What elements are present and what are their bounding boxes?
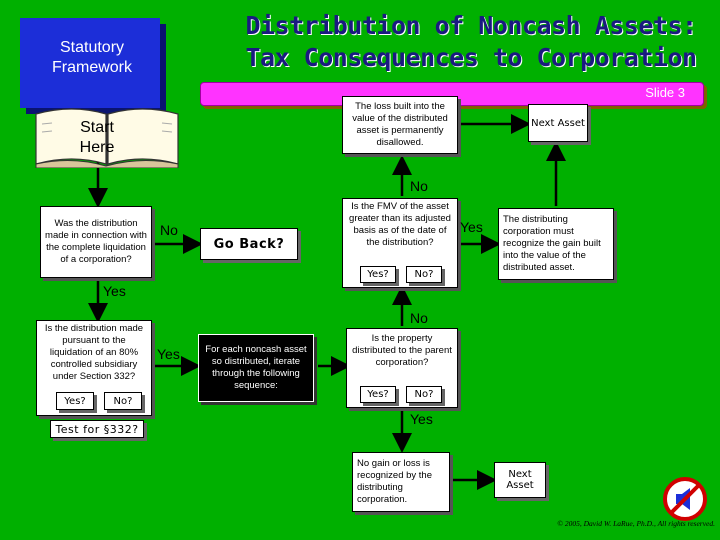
fmv-yes-label: Yes? [367, 269, 389, 280]
no-gain-loss-box: No gain or loss is recognized by the dis… [352, 452, 450, 512]
fmv-no-label: No? [414, 269, 434, 280]
fmv-yes-button[interactable]: Yes? [360, 266, 396, 283]
complete-liquidation-text: Was the distribution made in connection … [45, 218, 147, 265]
open-book-icon[interactable] [32, 104, 182, 168]
next-asset-bottom-label: Next Asset [506, 469, 534, 491]
parent-yes-button[interactable]: Yes? [360, 386, 396, 403]
subsidiary-question-text: Is the distribution made pursuant to the… [44, 323, 144, 382]
copyright-text: © 2005, David W. LaRue, Ph.D., All right… [557, 519, 715, 528]
recognize-gain-text: The distributing corporation must recogn… [503, 214, 601, 273]
subsidiary-no-label: No? [113, 395, 133, 407]
no-label-left: No [160, 222, 178, 238]
next-asset-top-button[interactable]: Next Asset [528, 104, 588, 142]
no-gain-loss-text: No gain or loss is recognized by the dis… [357, 458, 432, 505]
test-332-button[interactable]: Test for §332? [50, 420, 144, 438]
parent-no-button[interactable]: No? [406, 386, 442, 403]
title-line-2: Tax Consequences to Corporation [245, 43, 697, 72]
iterate-box: For each noncash asset so distributed, i… [198, 334, 314, 402]
subsidiary-yes-button[interactable]: Yes? [56, 392, 94, 410]
loss-disallowed-text: The loss built into the value of the dis… [352, 101, 448, 148]
iterate-text: For each noncash asset so distributed, i… [205, 344, 307, 391]
statutory-framework-button[interactable]: Statutory Framework [20, 18, 160, 108]
parent-yes-label: Yes? [367, 389, 389, 400]
test-332-label: Test for §332? [55, 422, 139, 436]
parent-question-text: Is the property distributed to the paren… [352, 333, 452, 368]
title-line-1: Distribution of Noncash Assets: [245, 11, 697, 40]
yes-label-right: Yes [460, 219, 483, 235]
page-title: Distribution of Noncash Assets: Tax Cons… [236, 10, 706, 74]
no-label-top: No [410, 178, 428, 194]
parent-no-label: No? [414, 389, 434, 400]
subsidiary-no-button[interactable]: No? [104, 392, 142, 410]
start-here-label: Start Here [79, 119, 115, 156]
next-asset-bottom-button[interactable]: Next Asset [494, 462, 546, 498]
loss-disallowed-box: The loss built into the value of the dis… [342, 96, 458, 154]
fmv-no-button[interactable]: No? [406, 266, 442, 283]
complete-liquidation-box: Was the distribution made in connection … [40, 206, 152, 278]
yes-label-bottom: Yes [410, 411, 433, 427]
fmv-question-text: Is the FMV of the asset greater than its… [349, 201, 451, 248]
statutory-framework-label: Statutory Framework [51, 39, 132, 76]
yes-label-left: Yes [103, 283, 126, 299]
recognize-gain-box: The distributing corporation must recogn… [498, 208, 614, 280]
next-asset-top-label: Next Asset [531, 117, 585, 129]
go-back-button[interactable]: Go Back? [200, 228, 298, 260]
no-label-mid: No [410, 310, 428, 326]
subsidiary-yes-label: Yes? [64, 395, 86, 407]
sound-off-icon[interactable] [662, 476, 708, 522]
slide-number: Slide 3 [645, 85, 685, 100]
go-back-label: Go Back? [213, 236, 285, 252]
yes-label-mid-left: Yes [157, 346, 180, 362]
